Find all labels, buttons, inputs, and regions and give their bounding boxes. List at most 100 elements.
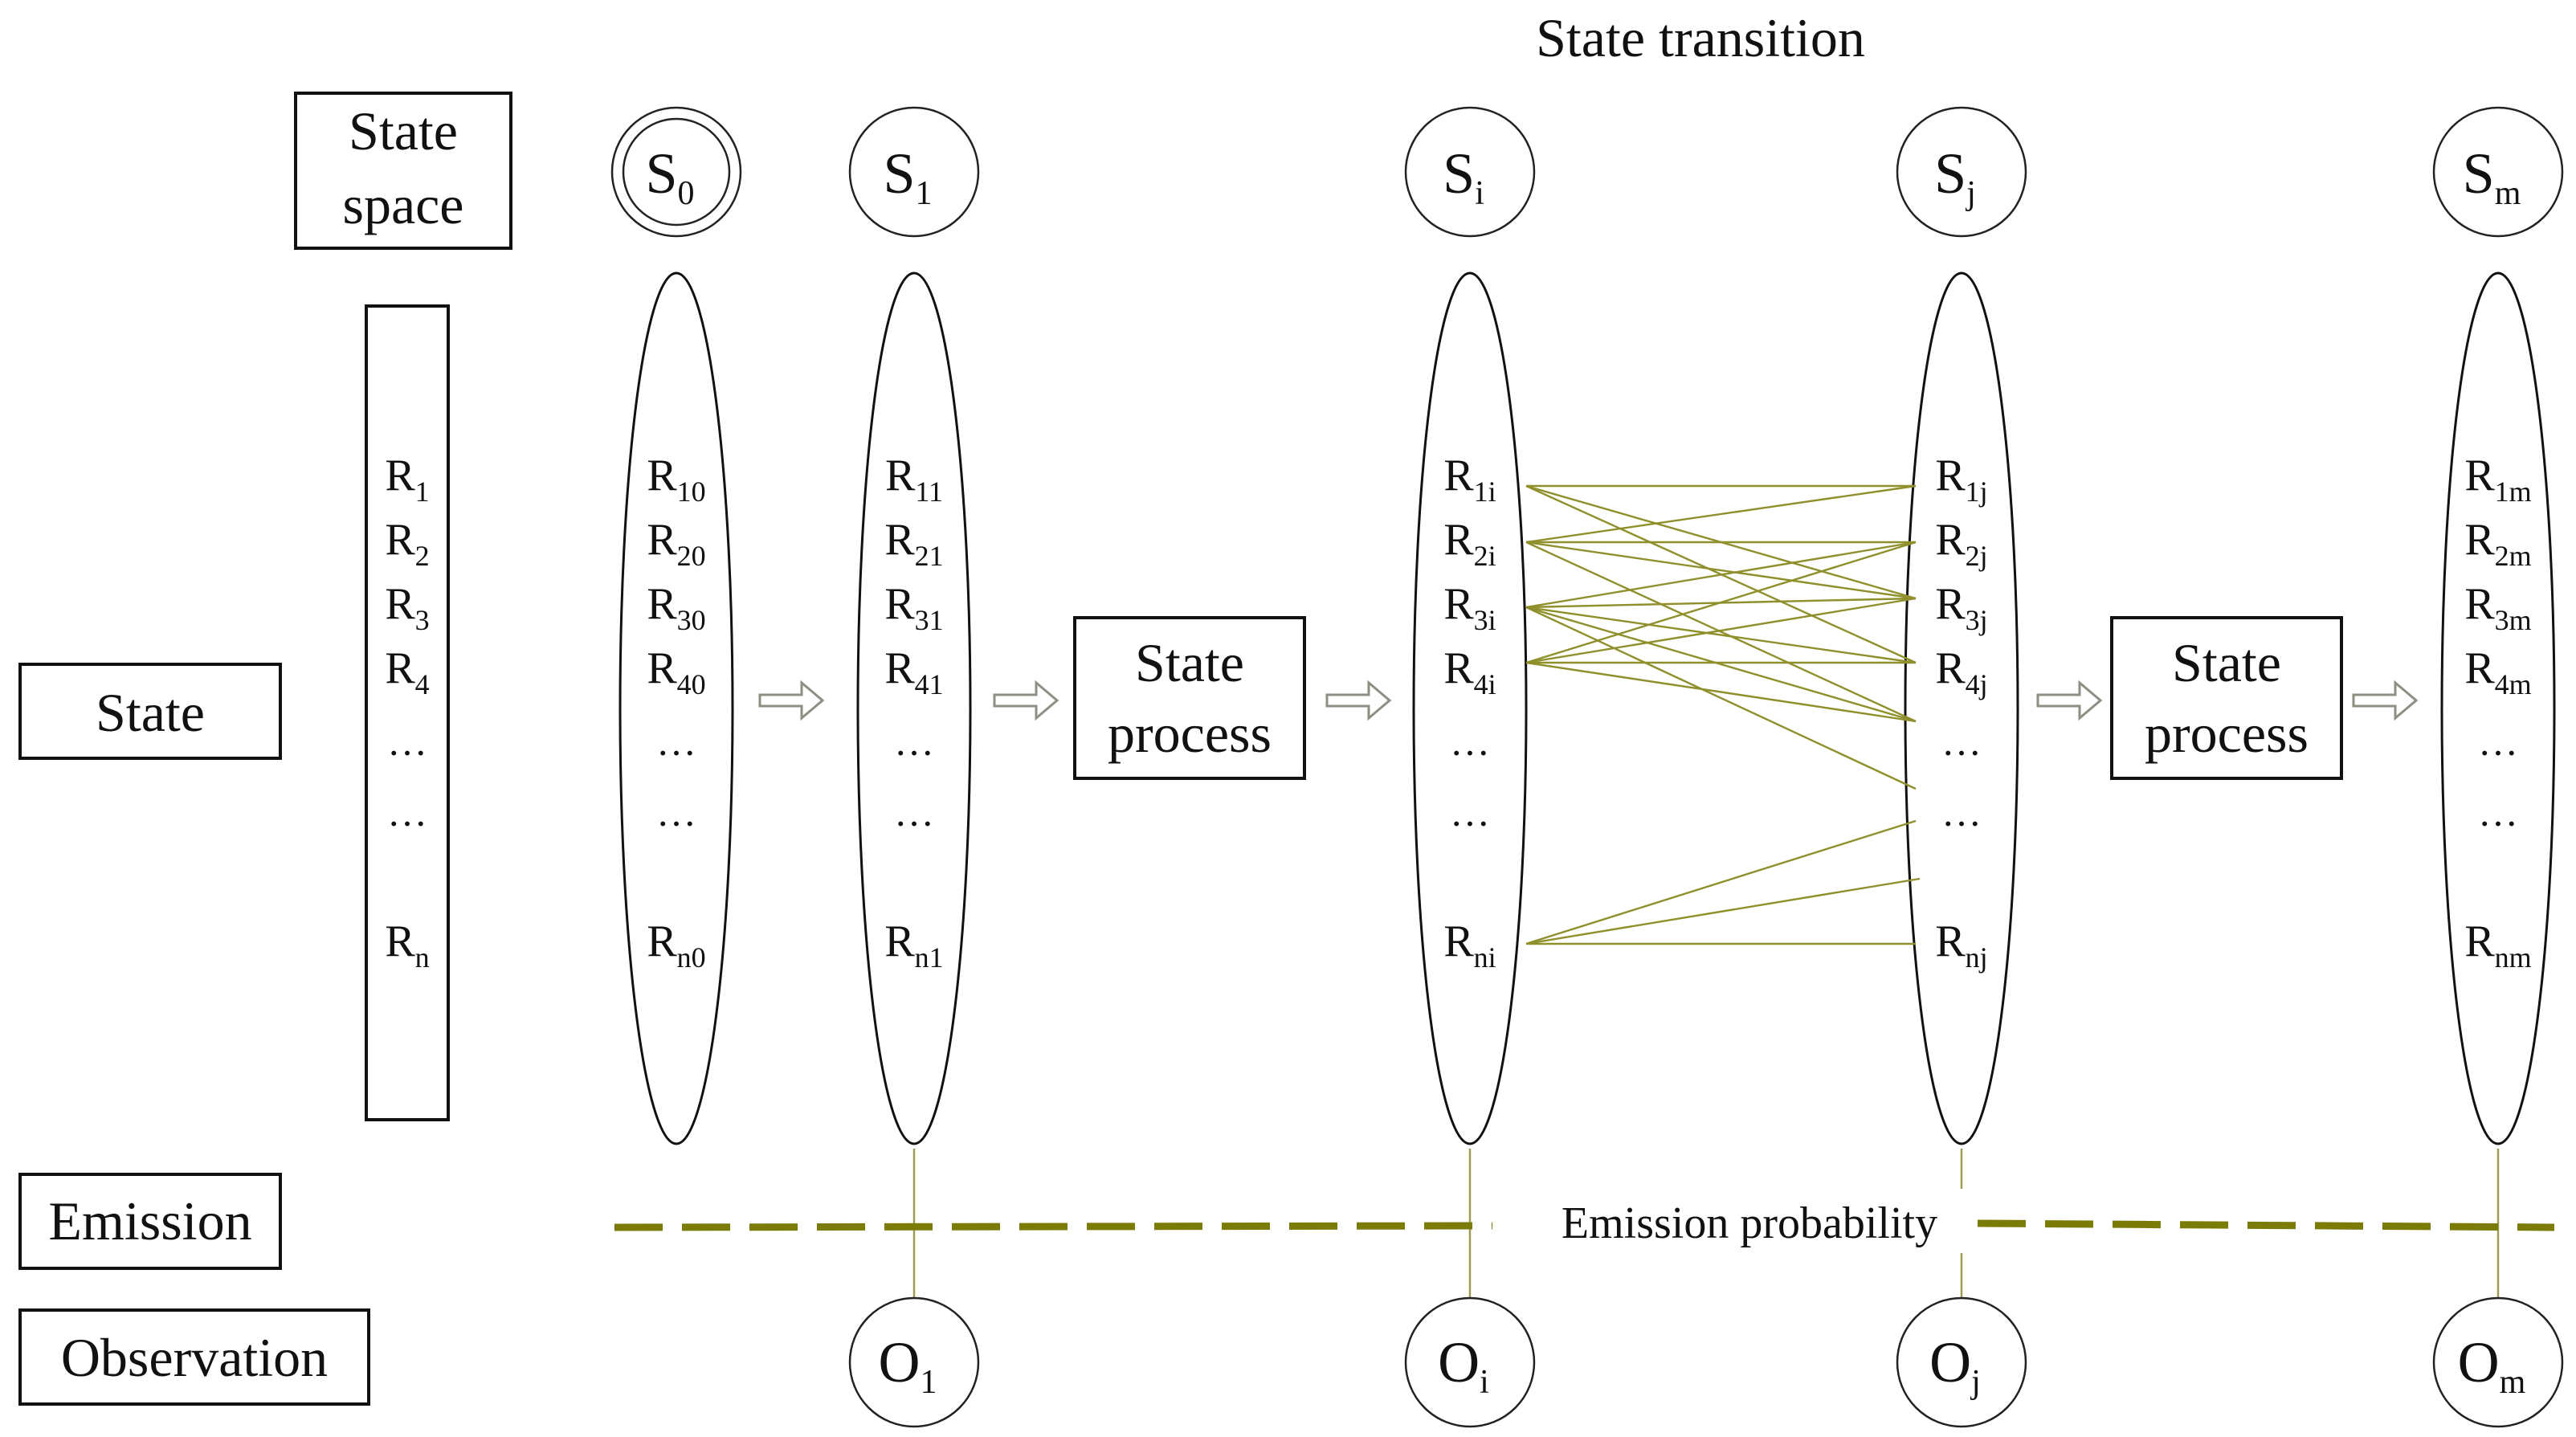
oval-item-base: …	[2478, 719, 2518, 764]
oval-item-subscript: ni	[1474, 941, 1496, 974]
observation-circle-label-subscript: 1	[921, 1364, 937, 1401]
flow-arrows	[758, 680, 2419, 721]
oval-item-base: …	[1450, 790, 1490, 835]
emission-label: Emission	[48, 1190, 251, 1251]
state-column-item-base: R	[385, 579, 415, 629]
emission-dash-right	[1977, 1219, 2555, 1231]
transition-line	[1525, 597, 1917, 664]
oval-item-base: …	[1941, 790, 1982, 835]
oval-item: R2j	[1935, 515, 1987, 572]
oval-item-base: …	[894, 719, 934, 764]
transition-line	[1525, 541, 1917, 664]
transition-line	[1525, 877, 1921, 945]
state-circle-label-base: S	[883, 141, 915, 206]
observation-circle-label: O1	[879, 1330, 937, 1401]
state-circle-label-base: S	[1934, 141, 1966, 206]
observation-circle-label-base: O	[879, 1330, 921, 1394]
oval-item: …	[1941, 790, 1982, 835]
state-circle-outline	[1896, 106, 2027, 238]
oval-item: Rni	[1443, 916, 1496, 974]
observation-circle-label-base: O	[2458, 1330, 2500, 1394]
transition-line	[1525, 819, 1917, 945]
oval-item-base: R	[1443, 451, 1474, 500]
state-column-item-subscript: 2	[415, 540, 430, 572]
state-ovals: R10R20R30R40……Rn0R11R21R31R41……Rn1R1iR2i…	[618, 271, 2556, 1145]
state-process-1-line1: State	[1135, 632, 1244, 693]
transition-line	[1525, 606, 1917, 790]
oval-item-subscript: 41	[915, 668, 944, 700]
transition-lines	[1525, 484, 1921, 945]
observation-circle-label-subscript: i	[1480, 1364, 1489, 1401]
state-column-item-subscript: 1	[415, 476, 430, 508]
oval-item-subscript: nj	[1966, 941, 1988, 974]
oval-item-subscript: 1m	[2495, 476, 2532, 508]
state-circle-label-subscript: 1	[916, 175, 933, 212]
observation-circle: Oj	[1896, 1296, 2027, 1428]
oval-item-base: R	[647, 515, 677, 565]
oval-outline	[2440, 271, 2556, 1145]
oval-item-base: R	[2464, 579, 2495, 629]
right-arrow-icon	[993, 680, 1059, 721]
oval-item-subscript: n1	[915, 941, 944, 974]
emission-probability-label: Emission probability	[1562, 1198, 1937, 1248]
oval-item: R40	[647, 643, 705, 700]
oval-item: …	[656, 719, 696, 764]
observation-circle: Oi	[1404, 1296, 1536, 1428]
oval-item: …	[894, 790, 934, 835]
observation-circle-label-base: O	[1929, 1330, 1971, 1394]
observation-label-box: Observation	[18, 1308, 370, 1406]
oval-item: R21	[884, 515, 943, 572]
oval-item: Rnm	[2464, 916, 2531, 974]
oval-item-subscript: 4i	[1474, 668, 1496, 700]
observation-circle: O1	[848, 1296, 980, 1428]
state-space-label-line1: State	[349, 100, 458, 161]
oval-item-base: …	[894, 790, 934, 835]
oval-item: R3m	[2464, 579, 2531, 636]
state-label-box: State	[18, 663, 282, 760]
oval-item: R2m	[2464, 515, 2531, 572]
oval-outline	[856, 271, 972, 1145]
state-circle-label-subscript: j	[1965, 175, 1976, 212]
oval-item: …	[894, 719, 934, 764]
observation-circle-outline	[1404, 1296, 1536, 1428]
oval-item-base: R	[1443, 515, 1474, 565]
state-circle: S1	[848, 106, 980, 238]
oval-item: …	[1941, 719, 1982, 764]
oval-item-subscript: 11	[915, 476, 943, 508]
state-column-item-base: …	[387, 790, 427, 835]
initial-state-inner-ring	[622, 117, 731, 227]
oval-item-base: R	[884, 579, 915, 629]
oval-item-subscript: 4j	[1966, 668, 1988, 700]
oval-item-subscript: n0	[677, 941, 706, 974]
state-label: State	[96, 682, 205, 743]
oval-item-base: R	[1935, 916, 1966, 966]
oval-item: R1j	[1935, 451, 1987, 508]
oval-item-base: R	[1443, 643, 1474, 693]
oval-item-subscript: 31	[915, 604, 944, 636]
oval-item: …	[656, 790, 696, 835]
oval-item: R1i	[1443, 451, 1496, 508]
state-circle-label: Si	[1443, 141, 1484, 212]
oval-item: R10	[647, 451, 705, 508]
oval-item: R4j	[1935, 643, 1987, 700]
oval-item-subscript: 3m	[2495, 604, 2532, 636]
oval-item-base: …	[2478, 790, 2518, 835]
oval-item-base: …	[656, 719, 696, 764]
observation-circle: Om	[2432, 1296, 2564, 1428]
oval-item: …	[1450, 790, 1490, 835]
oval-item-base: R	[647, 451, 677, 500]
oval-item: R4i	[1443, 643, 1496, 700]
oval-item: …	[2478, 790, 2518, 835]
oval-item: R30	[647, 579, 705, 636]
oval-item-base: R	[884, 515, 915, 565]
oval-item-base: R	[2464, 916, 2495, 966]
state-process-2-line1: State	[2172, 632, 2281, 693]
observation-circle-outline	[2432, 1296, 2564, 1428]
observation-circle-label: Oi	[1438, 1330, 1489, 1401]
transition-line	[1525, 606, 1917, 664]
state-column-item: R4	[385, 643, 429, 700]
